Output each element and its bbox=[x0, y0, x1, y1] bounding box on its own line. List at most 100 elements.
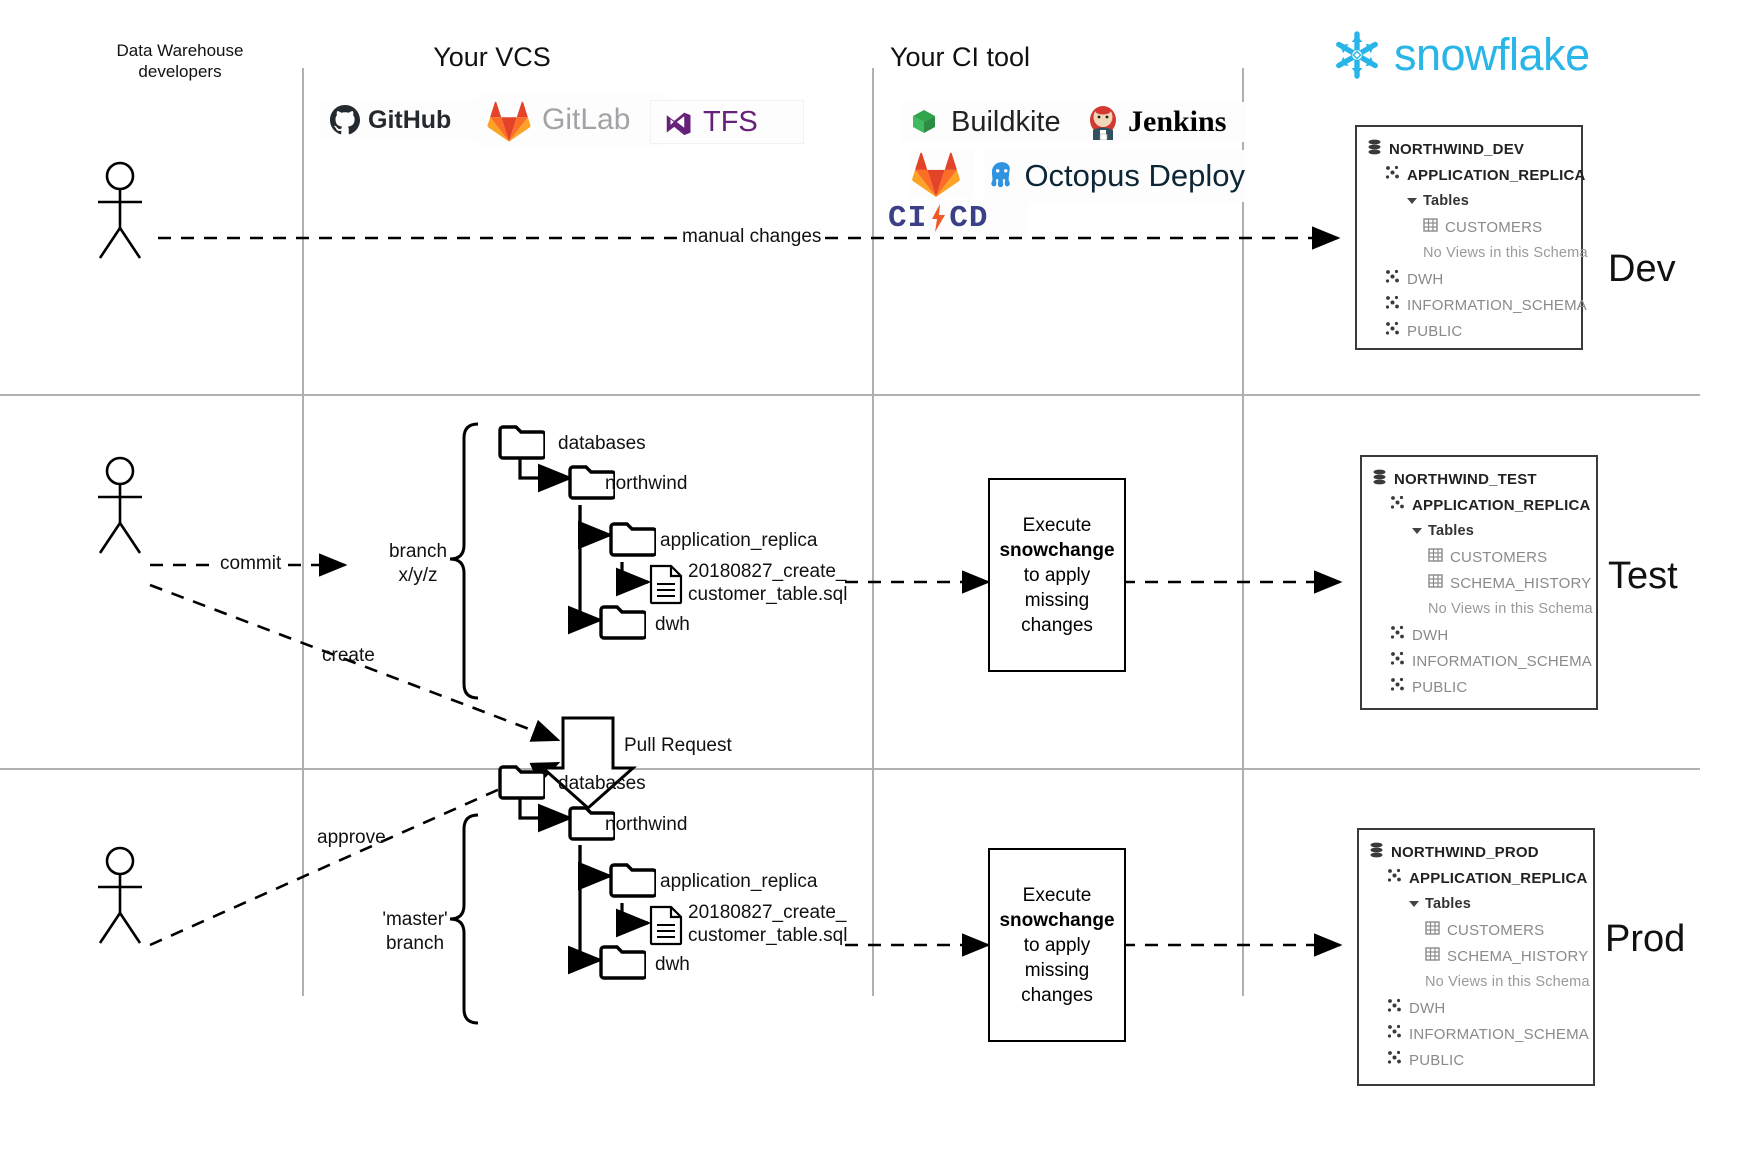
chevron-down-icon[interactable] bbox=[1409, 895, 1419, 913]
database-panel-prod[interactable]: NORTHWIND_PROD APPLICATION_REPLICA Table… bbox=[1357, 828, 1595, 1086]
folder-icon-test-northwind bbox=[568, 465, 615, 500]
tree-label-test-application-replica: application_replica bbox=[660, 530, 818, 551]
brace-feature-branch bbox=[449, 422, 479, 700]
db-other-schema-dev-0[interactable]: DWH bbox=[1367, 266, 1571, 292]
db-schema-prod[interactable]: APPLICATION_REPLICA bbox=[1369, 865, 1587, 891]
tree-label-test-sql-line1: 20180827_create_ bbox=[688, 561, 847, 582]
db-tables-group-dev[interactable]: Tables bbox=[1367, 188, 1571, 214]
db-schema-label-dev: APPLICATION_REPLICA bbox=[1407, 166, 1586, 184]
db-tables-group-test[interactable]: Tables bbox=[1372, 518, 1586, 544]
vcs-column-title: Your VCS bbox=[433, 42, 551, 72]
db-table-row-test-1[interactable]: SCHEMA_HISTORY bbox=[1372, 570, 1591, 596]
schema-icon bbox=[1387, 868, 1402, 888]
schema-icon bbox=[1385, 321, 1400, 341]
github-label: GitHub bbox=[368, 105, 452, 134]
db-other-schema-test-1[interactable]: INFORMATION_SCHEMA bbox=[1372, 648, 1592, 674]
env-label-test: Test bbox=[1608, 555, 1678, 597]
label-approve: approve bbox=[317, 827, 386, 848]
db-tables-group-prod[interactable]: Tables bbox=[1369, 891, 1583, 917]
table-icon bbox=[1428, 573, 1443, 593]
db-schema-dev[interactable]: APPLICATION_REPLICA bbox=[1367, 162, 1585, 188]
db-other-schema-dev-2[interactable]: PUBLIC bbox=[1367, 318, 1571, 344]
cicd-label-ci: CI bbox=[888, 200, 928, 236]
exec-prod-line1: Execute bbox=[1022, 884, 1092, 906]
db-table-row-test-0[interactable]: CUSTOMERS bbox=[1372, 544, 1586, 570]
developers-column-label: Data Warehouse developers bbox=[60, 40, 300, 82]
tree-label-prod-sql-line1: 20180827_create_ bbox=[688, 902, 847, 923]
folder-icon-prod-dwh bbox=[599, 945, 646, 980]
logo-jenkins: Jenkins bbox=[1082, 102, 1246, 142]
buildkite-icon bbox=[913, 110, 935, 133]
schema-icon bbox=[1387, 1050, 1402, 1070]
db-other-schema-prod-1[interactable]: INFORMATION_SCHEMA bbox=[1369, 1021, 1589, 1047]
exec-test-line3: to apply bbox=[1023, 564, 1091, 586]
db-other-schema-dev-1[interactable]: INFORMATION_SCHEMA bbox=[1367, 292, 1587, 318]
schema-icon bbox=[1387, 1024, 1402, 1044]
db-other-schema-test-2[interactable]: PUBLIC bbox=[1372, 674, 1586, 700]
database-panel-test[interactable]: NORTHWIND_TEST APPLICATION_REPLICA Table… bbox=[1360, 455, 1598, 710]
gitlab-ci-icon bbox=[912, 152, 960, 197]
db-other-schema-label-prod-1: INFORMATION_SCHEMA bbox=[1409, 1025, 1589, 1043]
db-schema-label-prod: APPLICATION_REPLICA bbox=[1409, 869, 1588, 887]
tree-line-prod-appreplica-sql bbox=[616, 903, 652, 938]
db-schema-test[interactable]: APPLICATION_REPLICA bbox=[1372, 492, 1590, 518]
db-other-schema-test-0[interactable]: DWH bbox=[1372, 622, 1586, 648]
developers-label-line2: developers bbox=[138, 62, 222, 81]
file-icon-test-sql bbox=[649, 564, 683, 605]
tree-line-test-northwind-dwh bbox=[568, 505, 604, 635]
exec-snowchange-box-test[interactable]: Execute snowchange to apply missing chan… bbox=[988, 478, 1126, 672]
logo-tfs: TFS bbox=[650, 100, 804, 144]
db-other-schema-label-prod-2: PUBLIC bbox=[1409, 1051, 1465, 1069]
exec-prod-line5: changes bbox=[1021, 984, 1093, 1006]
db-root-label-prod: NORTHWIND_PROD bbox=[1391, 843, 1539, 861]
table-icon bbox=[1428, 547, 1443, 567]
tree-line-test-appreplica-sql bbox=[616, 562, 652, 597]
database-panel-dev[interactable]: NORTHWIND_DEV APPLICATION_REPLICA Tables… bbox=[1355, 125, 1588, 350]
label-pull-request: Pull Request bbox=[624, 735, 732, 756]
divider-horizontal-test-prod bbox=[0, 768, 1700, 770]
branch-label-feature: branch x/y/z bbox=[368, 540, 468, 588]
database-icon bbox=[1369, 842, 1384, 863]
tfs-label: TFS bbox=[703, 105, 758, 138]
exec-snowchange-box-prod[interactable]: Execute snowchange to apply missing chan… bbox=[988, 848, 1126, 1042]
octopus-label: Octopus Deploy bbox=[1024, 158, 1245, 193]
tree-line-test-northwind-appreplica bbox=[578, 505, 614, 550]
chevron-down-icon[interactable] bbox=[1412, 522, 1422, 540]
env-label-prod: Prod bbox=[1605, 918, 1686, 960]
db-other-schema-label-test-0: DWH bbox=[1412, 626, 1449, 644]
db-table-row-prod-1[interactable]: SCHEMA_HISTORY bbox=[1369, 943, 1588, 969]
db-other-schema-label-prod-0: DWH bbox=[1409, 999, 1446, 1017]
developer-figure-dev bbox=[98, 161, 142, 259]
brace-master-branch bbox=[449, 813, 479, 1025]
exec-snowchange-text-prod: Execute snowchange to apply missing chan… bbox=[999, 883, 1114, 1008]
exec-prod-line2: snowchange bbox=[999, 909, 1115, 931]
logo-octopus-deploy: Octopus Deploy bbox=[985, 150, 1245, 202]
exec-test-line5: changes bbox=[1021, 614, 1093, 636]
db-root-prod[interactable]: NORTHWIND_PROD bbox=[1369, 839, 1583, 865]
db-root-label-dev: NORTHWIND_DEV bbox=[1389, 140, 1525, 158]
exec-test-line1: Execute bbox=[1022, 514, 1092, 536]
db-root-test[interactable]: NORTHWIND_TEST bbox=[1372, 466, 1586, 492]
db-table-row-dev-0[interactable]: CUSTOMERS bbox=[1367, 214, 1571, 240]
db-other-schema-prod-0[interactable]: DWH bbox=[1369, 995, 1583, 1021]
snowflake-wordmark: snowflake bbox=[1394, 29, 1590, 80]
tree-label-prod-northwind: northwind bbox=[605, 814, 688, 835]
arrow-create bbox=[149, 583, 561, 742]
lightning-bolt-icon bbox=[932, 204, 946, 232]
buildkite-label: Buildkite bbox=[951, 105, 1061, 138]
db-tables-label-test: Tables bbox=[1428, 523, 1475, 539]
file-icon-prod-sql bbox=[649, 905, 683, 946]
label-create: create bbox=[322, 645, 375, 666]
tree-label-prod-application-replica: application_replica bbox=[660, 871, 818, 892]
chevron-down-icon[interactable] bbox=[1407, 192, 1417, 210]
tree-label-prod-dwh: dwh bbox=[655, 954, 690, 975]
logo-gitlab-ci bbox=[910, 148, 974, 198]
branch-master-line2: branch bbox=[385, 933, 445, 954]
db-other-schema-prod-2[interactable]: PUBLIC bbox=[1369, 1047, 1583, 1073]
db-other-schema-label-dev-1: INFORMATION_SCHEMA bbox=[1407, 296, 1587, 314]
snowflake-icon bbox=[1336, 31, 1378, 79]
db-root-dev[interactable]: NORTHWIND_DEV bbox=[1367, 136, 1571, 162]
db-table-row-prod-0[interactable]: CUSTOMERS bbox=[1369, 917, 1583, 943]
label-commit: commit bbox=[218, 553, 284, 575]
schema-icon bbox=[1390, 625, 1405, 645]
